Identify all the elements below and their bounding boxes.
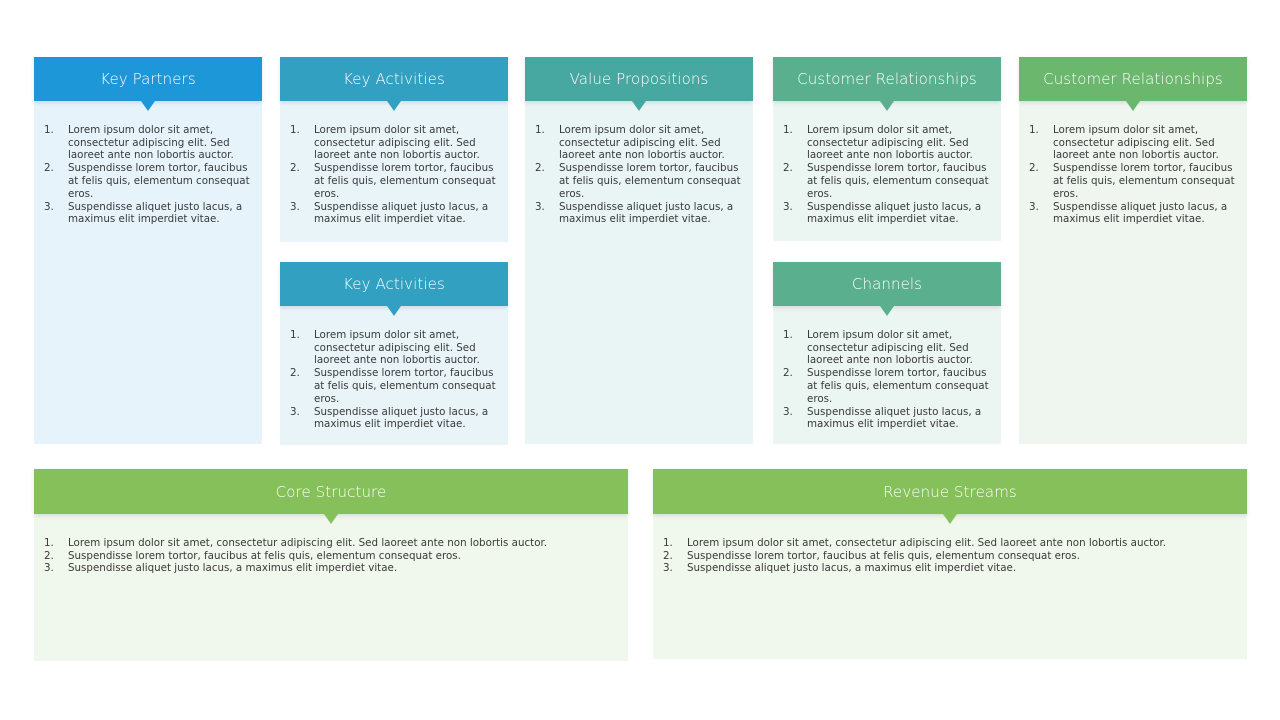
- list-item: 1.Lorem ipsum dolor sit amet, consectetu…: [290, 329, 480, 367]
- customer-relationships-header: Customer Relationships: [773, 57, 1001, 111]
- pointer-icon: [387, 306, 401, 316]
- list-item: 1.Lorem ipsum dolor sit amet, consectetu…: [783, 124, 973, 162]
- core-structure-title: Core Structure: [275, 482, 387, 501]
- channels-body: 1.Lorem ipsum dolor sit amet, consectetu…: [773, 306, 1001, 444]
- list-item: 3.Suspendisse aliquet justo lacus, a max…: [290, 405, 489, 431]
- list-item: 1.Lorem ipsum dolor sit amet, consectetu…: [44, 537, 548, 549]
- core-structure-body: 1.Lorem ipsum dolor sit amet, consectetu…: [34, 514, 628, 661]
- revenue-streams-block: Revenue Streams 1.Lorem ipsum dolor sit …: [653, 469, 1247, 659]
- customer-relationships-title-2: Customer Relationships: [1043, 70, 1223, 88]
- key-activities-body: 1.Lorem ipsum dolor sit amet, consectetu…: [280, 101, 508, 242]
- list-item: 3.Suspendisse aliquet justo lacus, a max…: [44, 200, 243, 226]
- key-activities-title-2: Key Activities: [343, 275, 445, 293]
- customer-relationships-block: Customer Relationships 1.Lorem ipsum dol…: [773, 57, 1001, 241]
- key-activities-list-2: 1.Lorem ipsum dolor sit amet, consectetu…: [280, 329, 500, 432]
- key-partners-title: Key Partners: [100, 70, 196, 88]
- list-item: 3.Suspendisse aliquet justo lacus, a max…: [1029, 200, 1228, 226]
- list-item: 2.Suspendisse lorem tortor, faucibus at …: [44, 549, 461, 562]
- value-propositions-list: 1.Lorem ipsum dolor sit amet, consectetu…: [525, 124, 745, 227]
- pointer-icon: [1126, 101, 1140, 111]
- list-item: 3.Suspendisse aliquet justo lacus, a max…: [290, 200, 489, 226]
- customer-relationships-header-2: Customer Relationships: [1019, 57, 1247, 111]
- list-item: 1.Lorem ipsum dolor sit amet, consectetu…: [535, 124, 725, 162]
- key-activities-block: Key Activities 1.Lorem ipsum dolor sit a…: [280, 57, 508, 242]
- value-propositions-title: Value Propositions: [569, 70, 709, 88]
- key-activities-title: Key Activities: [343, 70, 445, 88]
- list-item: 2.Suspendisse lorem tortor, faucibus at …: [783, 162, 989, 200]
- core-structure-block: Core Structure 1.Lorem ipsum dolor sit a…: [34, 469, 628, 661]
- revenue-streams-header: Revenue Streams: [653, 469, 1247, 524]
- list-item: 2.Suspendisse lorem tortor, faucibus at …: [783, 367, 989, 405]
- core-structure-header: Core Structure: [34, 469, 628, 524]
- key-partners-block: Key Partners 1.Lorem ipsum dolor sit ame…: [34, 57, 262, 444]
- pointer-icon: [632, 101, 646, 111]
- channels-title: Channels: [851, 275, 923, 293]
- list-item: 1.Lorem ipsum dolor sit amet, consectetu…: [1029, 124, 1219, 162]
- customer-relationships-list: 1.Lorem ipsum dolor sit amet, consectetu…: [773, 124, 993, 227]
- list-item: 2.Suspendisse lorem tortor, faucibus at …: [1029, 162, 1235, 200]
- value-propositions-body: 1.Lorem ipsum dolor sit amet, consectetu…: [525, 101, 753, 444]
- pointer-icon: [880, 101, 894, 111]
- list-item: 1.Lorem ipsum dolor sit amet, consectetu…: [783, 329, 973, 367]
- list-item: 2.Suspendisse lorem tortor, faucibus at …: [44, 162, 250, 200]
- value-propositions-header: Value Propositions: [525, 57, 753, 111]
- pointer-icon: [324, 514, 338, 524]
- list-item: 1.Lorem ipsum dolor sit amet, consectetu…: [663, 537, 1167, 549]
- list-item: 2.Suspendisse lorem tortor, faucibus at …: [535, 162, 741, 200]
- channels-block: Channels 1.Lorem ipsum dolor sit amet, c…: [773, 262, 1001, 444]
- channels-list: 1.Lorem ipsum dolor sit amet, consectetu…: [773, 329, 993, 432]
- list-item: 3.Suspendisse aliquet justo lacus, a max…: [663, 562, 1017, 575]
- key-partners-list: 1.Lorem ipsum dolor sit amet, consectetu…: [34, 124, 254, 227]
- list-item: 3.Suspendisse aliquet justo lacus, a max…: [535, 200, 734, 226]
- customer-relationships-title: Customer Relationships: [797, 70, 977, 88]
- pointer-icon: [141, 101, 155, 111]
- customer-relationships-body: 1.Lorem ipsum dolor sit amet, consectetu…: [773, 101, 1001, 241]
- customer-relationships-list-2: 1.Lorem ipsum dolor sit amet, consectetu…: [1019, 124, 1239, 227]
- pointer-icon: [387, 101, 401, 111]
- revenue-streams-list: 1.Lorem ipsum dolor sit amet, consectetu…: [653, 537, 1239, 575]
- list-item: 3.Suspendisse aliquet justo lacus, a max…: [783, 405, 982, 431]
- key-partners-body: 1.Lorem ipsum dolor sit amet, consectetu…: [34, 101, 262, 444]
- list-item: 1.Lorem ipsum dolor sit amet, consectetu…: [44, 124, 234, 162]
- pointer-icon: [880, 306, 894, 316]
- list-item: 2.Suspendisse lorem tortor, faucibus at …: [290, 162, 496, 200]
- key-activities-header: Key Activities: [280, 57, 508, 111]
- value-propositions-block: Value Propositions 1.Lorem ipsum dolor s…: [525, 57, 753, 444]
- list-item: 1.Lorem ipsum dolor sit amet, consectetu…: [290, 124, 480, 162]
- key-activities-block-2: Key Activities 1.Lorem ipsum dolor sit a…: [280, 262, 508, 445]
- core-structure-list: 1.Lorem ipsum dolor sit amet, consectetu…: [34, 537, 620, 575]
- list-item: 3.Suspendisse aliquet justo lacus, a max…: [44, 562, 398, 575]
- pointer-icon: [943, 514, 957, 524]
- key-activities-body-2: 1.Lorem ipsum dolor sit amet, consectetu…: [280, 306, 508, 445]
- key-activities-list: 1.Lorem ipsum dolor sit amet, consectetu…: [280, 124, 500, 227]
- customer-relationships-block-2: Customer Relationships 1.Lorem ipsum dol…: [1019, 57, 1247, 444]
- list-item: 3.Suspendisse aliquet justo lacus, a max…: [783, 200, 982, 226]
- customer-relationships-body-2: 1.Lorem ipsum dolor sit amet, consectetu…: [1019, 101, 1247, 444]
- channels-header: Channels: [773, 262, 1001, 316]
- revenue-streams-title: Revenue Streams: [883, 482, 1017, 501]
- list-item: 2.Suspendisse lorem tortor, faucibus at …: [663, 549, 1080, 562]
- revenue-streams-body: 1.Lorem ipsum dolor sit amet, consectetu…: [653, 514, 1247, 659]
- list-item: 2.Suspendisse lorem tortor, faucibus at …: [290, 367, 496, 405]
- key-partners-header: Key Partners: [34, 57, 262, 111]
- key-activities-header-2: Key Activities: [280, 262, 508, 316]
